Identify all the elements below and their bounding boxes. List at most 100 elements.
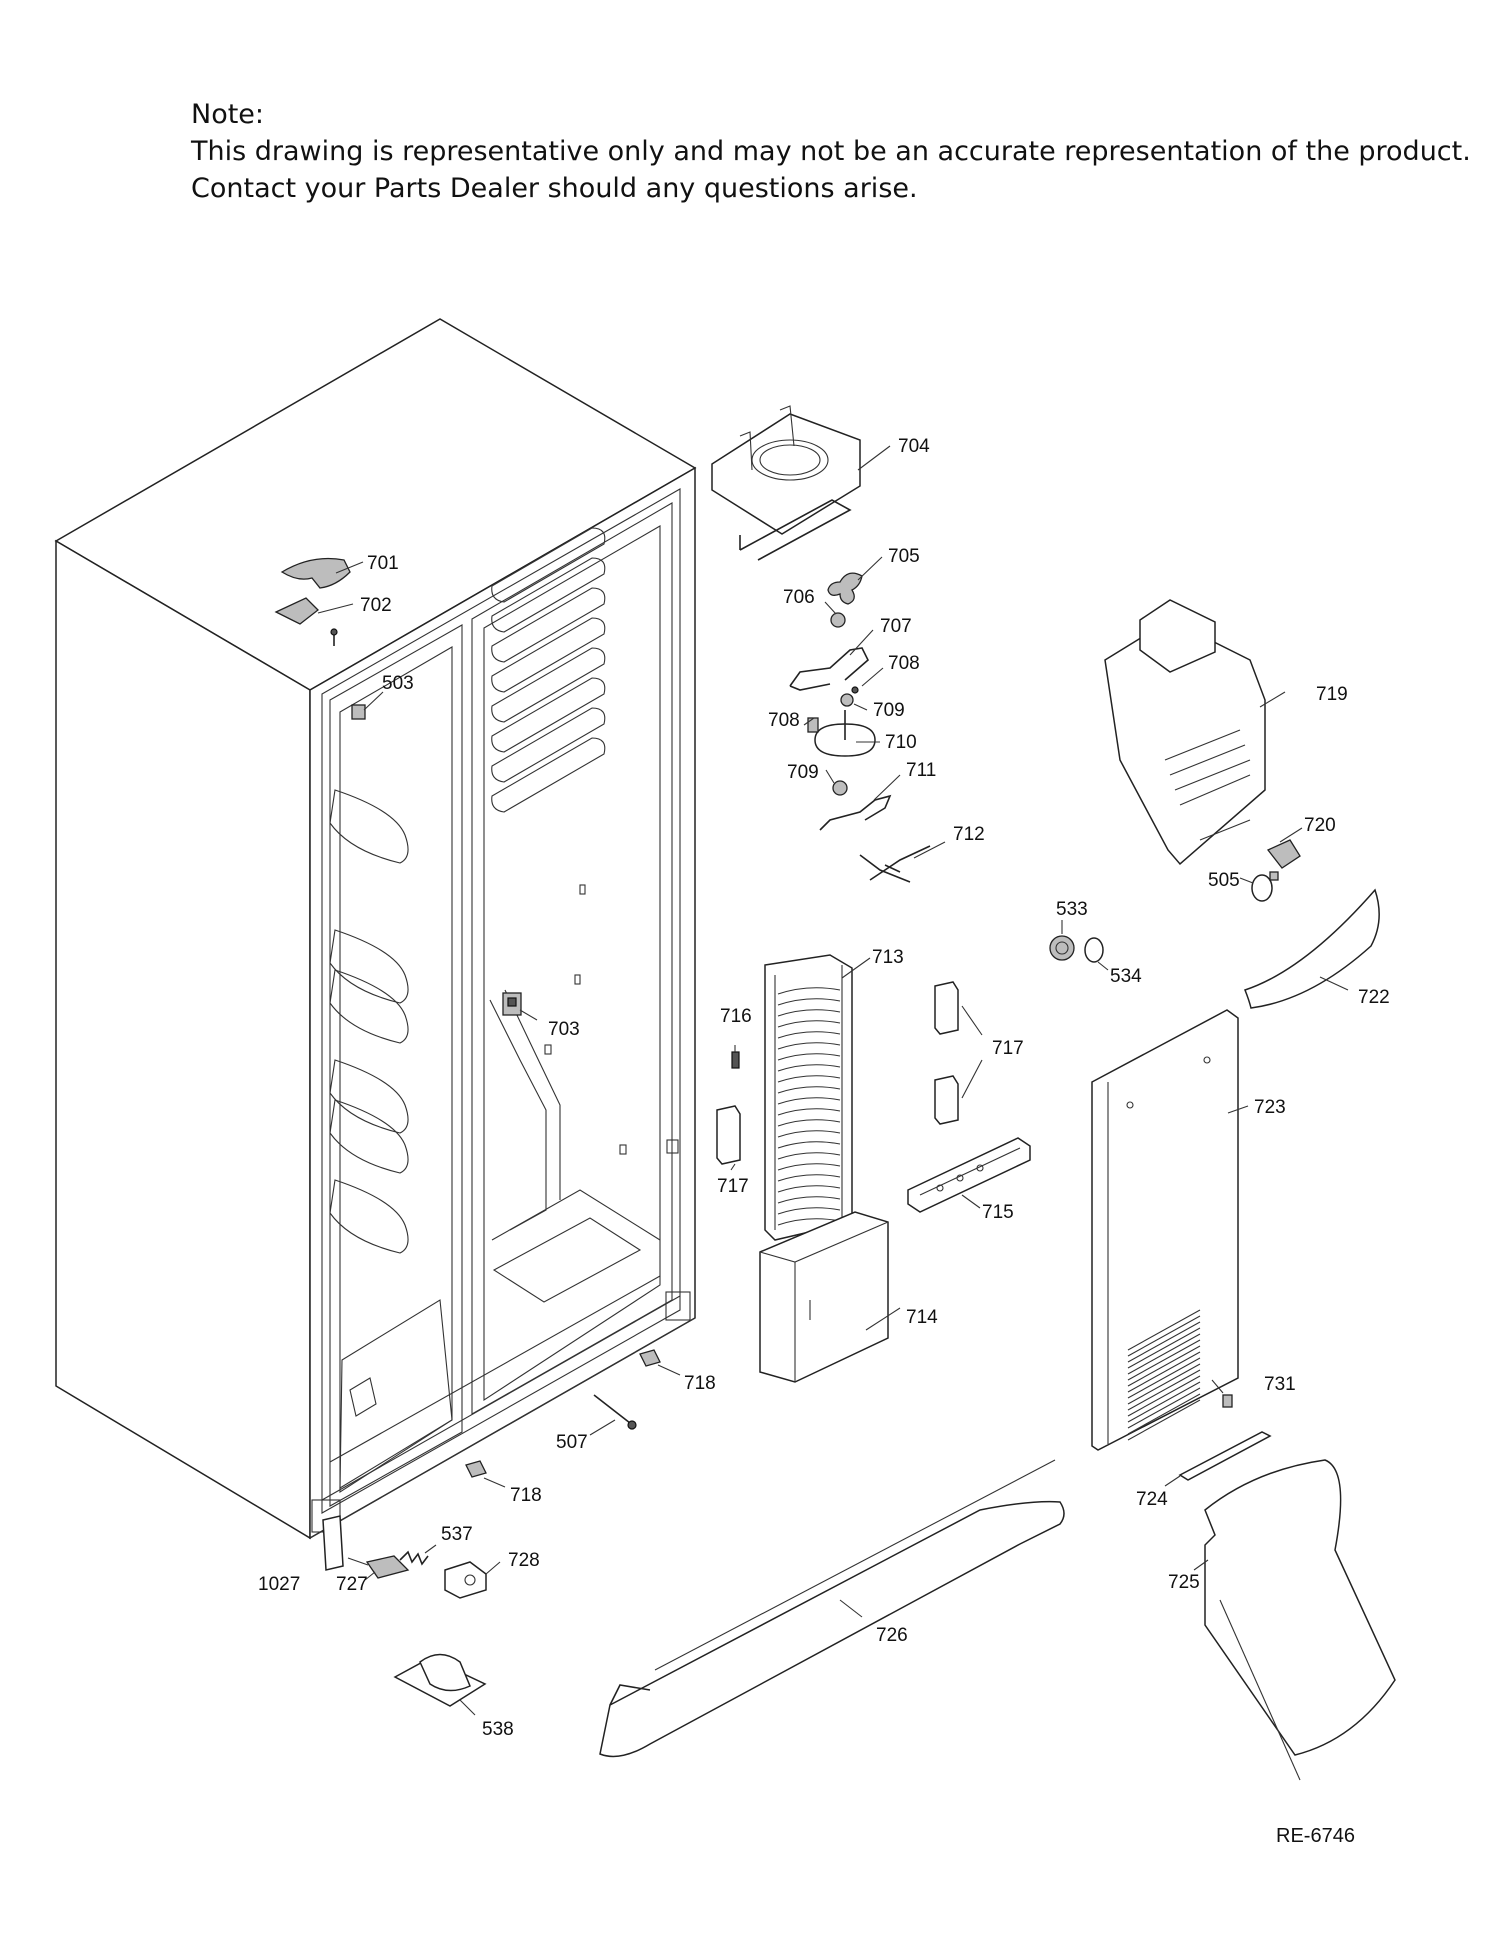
label-718-lower: 718 [510, 1485, 542, 1506]
label-731: 731 [1264, 1374, 1296, 1395]
label-728: 728 [508, 1550, 540, 1571]
grille-slat [1127, 1369, 1201, 1411]
label-720: 720 [1304, 815, 1336, 836]
grille-slat [1127, 1381, 1201, 1423]
evaporator-fin [777, 1207, 841, 1215]
callout-labels: 701 702 503 703 704 705 706 707 708 708 … [258, 436, 1390, 1740]
label-703: 703 [548, 1019, 580, 1040]
wire-harness-712 [859, 845, 931, 883]
evaporator-fin [777, 1042, 841, 1050]
fan-shroud-704 [711, 405, 861, 561]
note-line-2: Contact your Parts Dealer should any que… [191, 173, 918, 204]
evaporator-fin [777, 1119, 841, 1127]
light-socket-720 [1266, 839, 1301, 869]
evaporator-fin [777, 1097, 841, 1105]
evaporator-fin [777, 1174, 841, 1182]
label-713: 713 [872, 947, 904, 968]
evaporator-fin [777, 1108, 841, 1116]
label-709-lower: 709 [787, 762, 819, 783]
label-534: 534 [1110, 966, 1142, 987]
label-701: 701 [367, 553, 399, 574]
part-731 [1222, 1394, 1233, 1408]
hinge-cover-701 [280, 557, 351, 589]
label-533: 533 [1056, 899, 1088, 920]
grommet-709-lower [832, 780, 848, 796]
label-707: 707 [880, 616, 912, 637]
label-719: 719 [1316, 684, 1348, 705]
label-724: 724 [1136, 1489, 1168, 1510]
evaporator-fin [777, 987, 841, 995]
evaporator-fin [777, 1185, 841, 1193]
motor-bracket-711 [819, 794, 892, 831]
label-714: 714 [906, 1307, 938, 1328]
part-503-clip [351, 704, 366, 720]
part-534 [1084, 937, 1104, 963]
label-709-upper: 709 [873, 700, 905, 721]
evaporator-fin [777, 1031, 841, 1039]
rod-507 [593, 1394, 637, 1430]
label-538: 538 [482, 1719, 514, 1740]
switch-703 [502, 992, 522, 1016]
label-722: 722 [1358, 987, 1390, 1008]
label-710: 710 [885, 732, 917, 753]
label-727: 727 [336, 1574, 368, 1595]
label-507: 507 [556, 1432, 588, 1453]
defrost-heater-715 [907, 1137, 1031, 1213]
grille-slat [1127, 1399, 1201, 1441]
label-715: 715 [982, 1202, 1014, 1223]
hinge-702 [274, 597, 338, 646]
label-1027: 1027 [258, 1574, 300, 1595]
grille-slat [1127, 1357, 1201, 1399]
evaporator-fin [777, 1064, 841, 1072]
air-duct-719 [1104, 599, 1266, 866]
evaporator-713 [764, 954, 853, 1241]
grommet-709-upper [840, 693, 854, 707]
part-1027 [322, 1515, 344, 1571]
bracket-724 [1178, 1431, 1272, 1481]
drawing-note: Note: This drawing is representative onl… [191, 96, 1471, 207]
grille-slat [1127, 1375, 1201, 1417]
label-723: 723 [1254, 1097, 1286, 1118]
evaporator-fin [777, 1196, 841, 1204]
label-726: 726 [876, 1625, 908, 1646]
evaporator-cover-723 [1091, 1009, 1239, 1451]
label-708-lower: 708 [768, 710, 800, 731]
grille-slat [1127, 1315, 1201, 1357]
label-717-right: 717 [992, 1038, 1024, 1059]
freezer-shelf-supports [329, 789, 409, 1254]
part-533 [1049, 935, 1075, 961]
grille-slat [1127, 1339, 1201, 1381]
label-505: 505 [1208, 870, 1240, 891]
grille-slat [1127, 1393, 1201, 1435]
evaporator-fin [777, 1163, 841, 1171]
evaporator-fin [777, 1086, 841, 1094]
fresh-food-shelf-rails [491, 527, 606, 813]
part-727 [365, 1555, 410, 1579]
evaporator-fin [777, 998, 841, 1006]
evaporator-fin [777, 1141, 841, 1149]
leader-lines [317, 445, 1349, 1716]
label-718-upper: 718 [684, 1373, 716, 1394]
evaporator-fin [777, 1152, 841, 1160]
evaporator-fin [777, 1130, 841, 1138]
fan-blade-705 [827, 572, 863, 605]
label-711: 711 [906, 760, 936, 781]
label-537: 537 [441, 1524, 473, 1545]
note-heading: Note: [191, 99, 265, 130]
kickplate-726 [599, 1459, 1065, 1758]
label-702: 702 [360, 595, 392, 616]
insulation-717 [716, 981, 959, 1165]
label-706: 706 [783, 587, 815, 608]
label-708-upper: 708 [888, 653, 920, 674]
label-712: 712 [953, 824, 985, 845]
drain-pan-714 [759, 1211, 889, 1383]
label-717-left: 717 [717, 1176, 749, 1197]
spring-537 [399, 1550, 429, 1566]
evaporator-fin [777, 1020, 841, 1028]
roller-728 [444, 1561, 487, 1599]
evaporator-fin [777, 1053, 841, 1061]
grille-slat [1127, 1387, 1201, 1429]
motor-bracket-707 [789, 647, 869, 691]
grille-slat [1127, 1333, 1201, 1375]
